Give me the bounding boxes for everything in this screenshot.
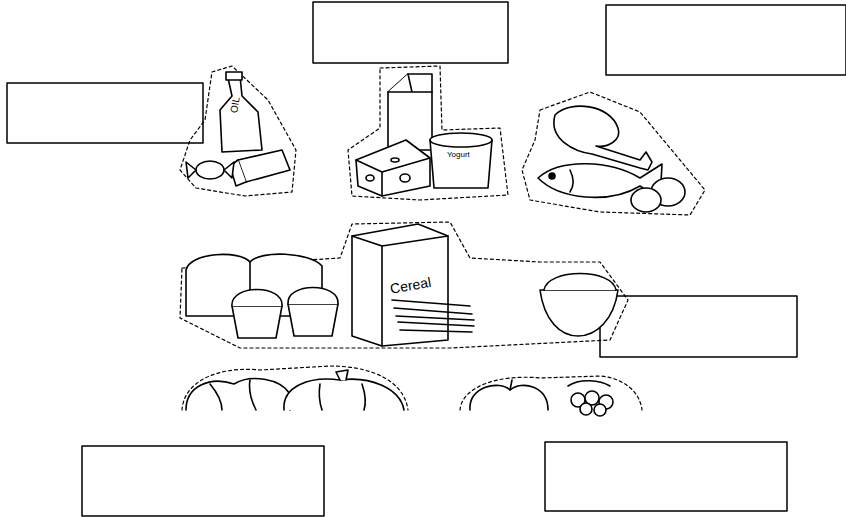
fruits-group: [460, 376, 642, 416]
fats-group: [180, 66, 296, 196]
cup-label: Yogurt: [447, 151, 470, 159]
empty-label-boxes: [7, 2, 846, 516]
protein-group: [522, 92, 705, 215]
dairy-group: [348, 66, 508, 200]
vegetables-group: [182, 366, 408, 410]
grains-group: [180, 222, 628, 348]
